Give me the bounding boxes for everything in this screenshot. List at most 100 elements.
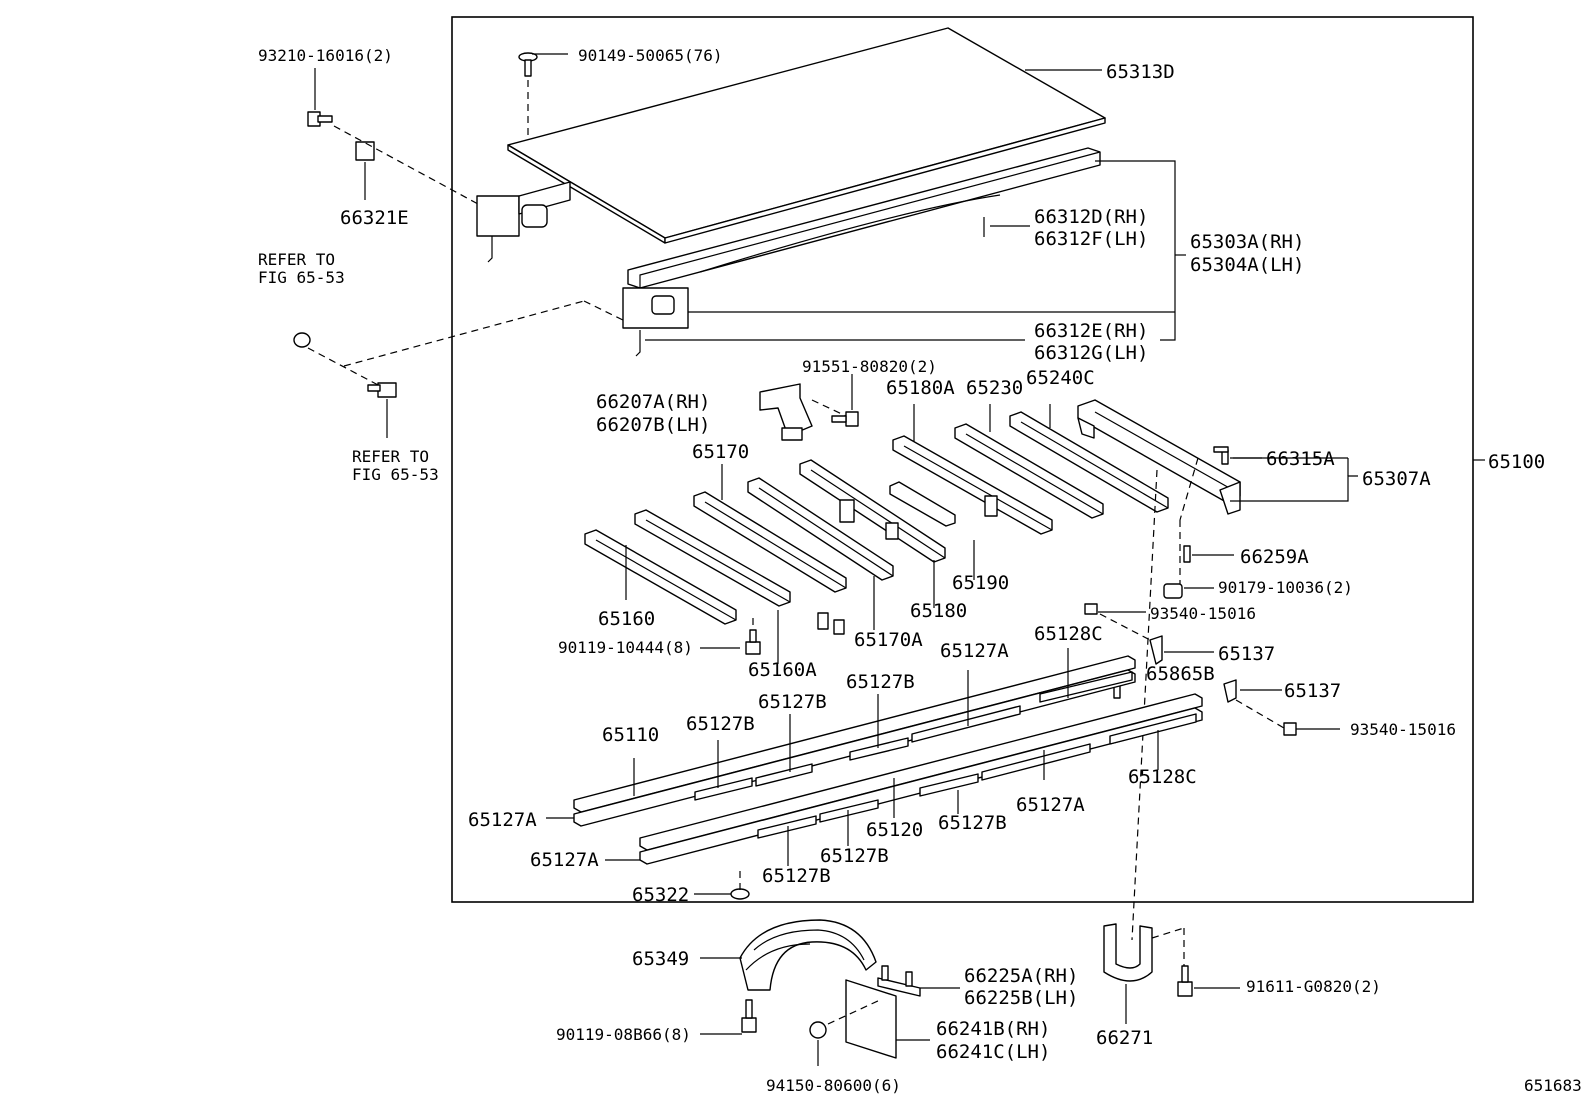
part-label-65127B-5: 65127B [820,845,889,867]
fender [739,919,877,991]
flap-bracket [877,965,921,997]
part-label-65230: 65230 [966,377,1023,399]
crossmember-65240C [1009,411,1169,513]
part-label-65180: 65180 [910,600,967,622]
part-label-65190: 65190 [952,572,1009,594]
crossmember-65160A [634,509,791,607]
part-label-65322: 65322 [632,884,689,906]
part-label-93210-16016: 93210-16016(2) [258,46,393,65]
bolt-icon [307,111,333,127]
part-label-65240C: 65240C [1026,367,1095,389]
part-label-66321E: 66321E [340,207,409,229]
part-label-65170A: 65170A [854,629,923,651]
mud-flap [845,979,897,1059]
part-label-65137-a: 65137 [1218,643,1275,665]
refer-note-bottom-line1: REFER TO [352,447,429,466]
part-label-65307A: 65307A [1362,468,1431,490]
part-label-66259A: 66259A [1240,546,1309,568]
part-label-91611-G0820: 91611-G0820(2) [1246,977,1381,996]
part-label-93540-15016-b: 93540-15016 [1350,720,1456,739]
crossmember-65170A [799,459,946,563]
part-label-65127B-3: 65127B [686,713,755,735]
collar-icon [355,141,375,161]
crossmember-65180 [747,477,894,581]
part-label-65128C-top: 65128C [1034,623,1103,645]
part-label-65170: 65170 [692,441,749,463]
part-label-65127B-4: 65127B [938,812,1007,834]
part-label-93540-15016-a: 93540-15016 [1150,604,1256,623]
rear-sill-65307A [1077,399,1241,515]
part-label-65127B-2: 65127B [758,691,827,713]
part-label-94150-80600: 94150-80600(6) [766,1076,901,1095]
part-label-90149-50065: 90149-50065(76) [578,46,723,65]
bolt-icon [1283,722,1297,736]
part-label-66312D: 66312D(RH) [1034,206,1148,228]
part-label-65100: 65100 [1488,451,1545,473]
part-label-65160A: 65160A [748,659,817,681]
nut-icon [293,332,311,348]
bolt-icon [745,629,761,655]
part-label-65160: 65160 [598,608,655,630]
refer-note-bottom-line2: FIG 65-53 [352,465,439,484]
part-label-65137-b: 65137 [1284,680,1341,702]
crossmember-65170 [693,491,847,593]
part-label-65313D: 65313D [1106,61,1175,83]
bolt-icon [1177,965,1193,997]
nut-icon [1163,583,1183,599]
spacer-block [694,671,1197,839]
part-label-65180A: 65180A [886,377,955,399]
part-label-65127A-left: 65127A [468,809,537,831]
part-label-66241C: 66241C(LH) [936,1041,1050,1063]
front-bracket [476,181,571,263]
clip-icon [817,612,845,635]
nut-icon [809,1021,827,1039]
part-label-66312F: 66312F(LH) [1034,228,1148,250]
bolt-icon [1084,603,1098,615]
part-label-66312G: 66312G(LH) [1034,342,1148,364]
part-label-65127B-1: 65127B [846,671,915,693]
bolt-icon [741,999,757,1033]
crossmember-65190 [889,481,956,527]
part-label-65865B: 65865B [1146,663,1215,685]
bolt-icon [831,411,859,427]
side-rail [622,147,1175,357]
part-label-65127A-mid: 65127A [1016,794,1085,816]
part-label-65120: 65120 [866,819,923,841]
part-label-65303A: 65303A(RH) [1190,231,1304,253]
part-label-66225A: 66225A(RH) [964,965,1078,987]
part-label-66225B: 66225B(LH) [964,987,1078,1009]
part-label-90179-10036: 90179-10036(2) [1218,578,1353,597]
part-label-66312E: 66312E(RH) [1034,320,1148,342]
part-label-65110: 65110 [602,724,659,746]
part-label-66241B: 66241B(RH) [936,1018,1050,1040]
part-label-65128C-bottom: 65128C [1128,766,1197,788]
hinge-bracket [759,383,813,441]
deck-panel [507,27,1106,244]
crossmember-65160 [584,529,737,625]
part-label-65127A-bottom: 65127A [530,849,599,871]
part-label-91551-80820: 91551-80820(2) [802,357,937,376]
crossmember-65230 [954,423,1104,519]
part-label-66315A: 66315A [1266,448,1335,470]
part-label-90119-08B66: 90119-08B66(8) [556,1025,691,1044]
part-label-65127B-6: 65127B [762,865,831,887]
part-label-66207B: 66207B(LH) [596,414,710,436]
pin-icon [1183,545,1191,563]
refer-note-top-line2: FIG 65-53 [258,268,345,287]
screw-icon [730,888,750,900]
part-label-65304A: 65304A(LH) [1190,254,1304,276]
strap-bracket [1103,923,1153,982]
part-label-65349: 65349 [632,948,689,970]
bolt-icon [367,382,397,398]
part-label-90119-10444: 90119-10444(8) [558,638,693,657]
pin-icon [1213,446,1229,465]
part-label-66207A: 66207A(RH) [596,391,710,413]
part-label-66271: 66271 [1096,1027,1153,1049]
clip-icon [1223,679,1237,703]
clip-icon [1149,635,1163,665]
diagram-id: 651683 [1524,1076,1582,1095]
refer-note-top-line1: REFER TO [258,250,335,269]
part-label-65127A-top: 65127A [940,640,1009,662]
crossmember-65180A [892,435,1053,535]
